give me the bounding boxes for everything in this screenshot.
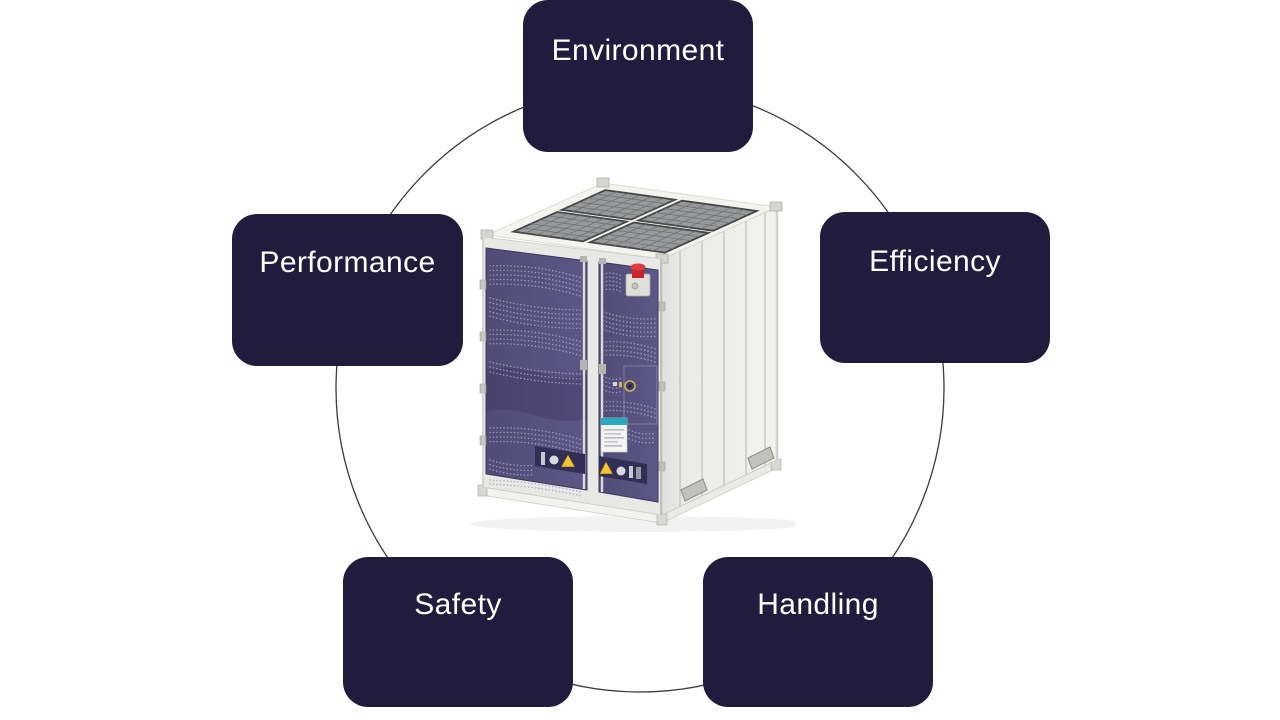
node-performance: Performance	[232, 214, 463, 366]
node-safety: Safety	[343, 557, 573, 707]
forklift-pocket	[747, 446, 775, 470]
container-side-panel	[661, 206, 779, 516]
container-roof	[480, 177, 783, 264]
warning-band-left	[535, 446, 585, 474]
right-door	[598, 261, 659, 503]
warning-triangle-icon	[560, 453, 576, 468]
node-label: Safety	[414, 588, 502, 621]
perforation-pattern	[489, 265, 656, 497]
roof-vent-grilles	[510, 189, 761, 254]
node-environment: Environment	[523, 0, 753, 152]
ground-shadow	[470, 516, 795, 532]
forklift-pocket	[680, 478, 708, 502]
node-label: Environment	[551, 34, 725, 67]
emergency-stop-icon	[625, 263, 651, 297]
warning-triangle-icon	[599, 460, 614, 475]
left-door	[485, 247, 588, 491]
manufacturer-label	[600, 417, 628, 453]
container-illustration	[470, 177, 795, 532]
container-base	[477, 458, 782, 526]
connector-panel	[613, 365, 658, 425]
node-label: Handling	[757, 588, 879, 621]
node-label: Efficiency	[869, 245, 1001, 278]
node-label: Performance	[259, 246, 436, 279]
door-hinges	[479, 279, 666, 472]
door-lock-rods	[580, 256, 606, 492]
node-handling: Handling	[703, 557, 933, 707]
container-front-doors	[479, 236, 666, 516]
warning-band-right	[599, 456, 647, 484]
node-efficiency: Efficiency	[820, 212, 1050, 363]
